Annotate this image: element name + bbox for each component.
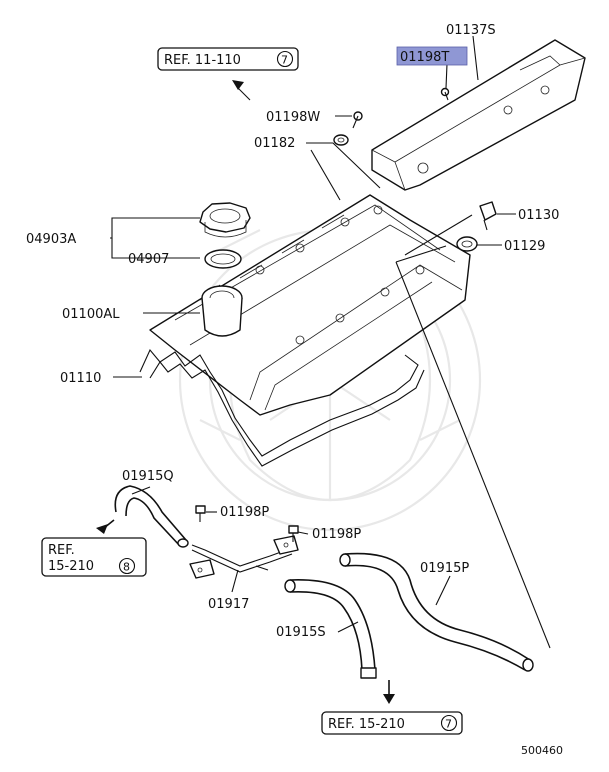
pcv-valve-01130-icon — [479, 201, 497, 231]
ref-11-110-label: REF. 11-110 — [164, 53, 241, 68]
hose-01915P-part — [339, 552, 534, 672]
callout-01198T[interactable]: 01198T — [400, 50, 449, 65]
arrow-down-icon — [383, 680, 395, 704]
callout-01917[interactable]: 01917 — [208, 597, 249, 612]
callout-01198P-a[interactable]: 01198P — [220, 505, 269, 520]
callout-04903A[interactable]: 04903A — [26, 232, 76, 247]
callout-01129[interactable]: 01129 — [504, 239, 545, 254]
callout-01198W[interactable]: 01198W — [266, 110, 320, 125]
rocker-cover-part — [149, 194, 471, 416]
ref-15-210-a-prefix: REF. — [48, 543, 75, 558]
highlight-01198T — [396, 46, 468, 66]
ref-box-11-110[interactable]: REF. 11-110 7 — [157, 47, 299, 71]
callout-01182[interactable]: 01182 — [254, 136, 295, 151]
ref-15-210-b-circled: 7 — [445, 718, 452, 731]
callout-04907[interactable]: 04907 — [128, 252, 169, 267]
oil-cap-gasket-part — [204, 249, 242, 269]
center-cover-part — [371, 39, 586, 191]
callout-01130[interactable]: 01130 — [518, 208, 559, 223]
ref-15-210-a-circled: 8 — [123, 561, 130, 574]
ref-box-15-210-b[interactable]: REF. 15-210 7 — [321, 711, 463, 735]
callout-01110[interactable]: 01110 — [60, 371, 101, 386]
ref-15-210-b-label: REF. 15-210 — [328, 717, 405, 732]
callout-01100AL[interactable]: 01100AL — [62, 307, 120, 322]
gasket-part — [139, 348, 425, 467]
bolt-01198W-icon — [352, 111, 363, 129]
ref-15-210-a-label: 15-210 — [48, 559, 94, 574]
bolt-01198P-a-icon — [195, 505, 206, 522]
washer-01182-icon — [333, 134, 349, 146]
ref-11-110-circled: 7 — [281, 54, 288, 67]
diagram-id: 500460 — [521, 744, 563, 757]
callout-01915P[interactable]: 01915P — [420, 561, 469, 576]
hose-01915S-part — [284, 579, 377, 679]
grommet-01129-icon — [456, 236, 478, 252]
bolt-01198T-icon — [440, 87, 450, 101]
bolt-01198P-b-icon — [288, 525, 299, 542]
arrow-down-left-icon — [96, 519, 115, 534]
arrow-up-left-icon — [232, 80, 244, 90]
ref-box-15-210-a[interactable]: REF. 15-210 8 — [41, 537, 147, 577]
oil-cap-part — [199, 202, 251, 238]
callout-01915Q[interactable]: 01915Q — [122, 469, 174, 484]
hose-01915Q-part — [114, 485, 189, 548]
callout-01198P-b[interactable]: 01198P — [312, 527, 361, 542]
callout-01137S[interactable]: 01137S — [446, 23, 496, 38]
leader-lines — [110, 35, 551, 649]
pipe-01917-part — [189, 535, 299, 579]
callout-01915S[interactable]: 01915S — [276, 625, 326, 640]
